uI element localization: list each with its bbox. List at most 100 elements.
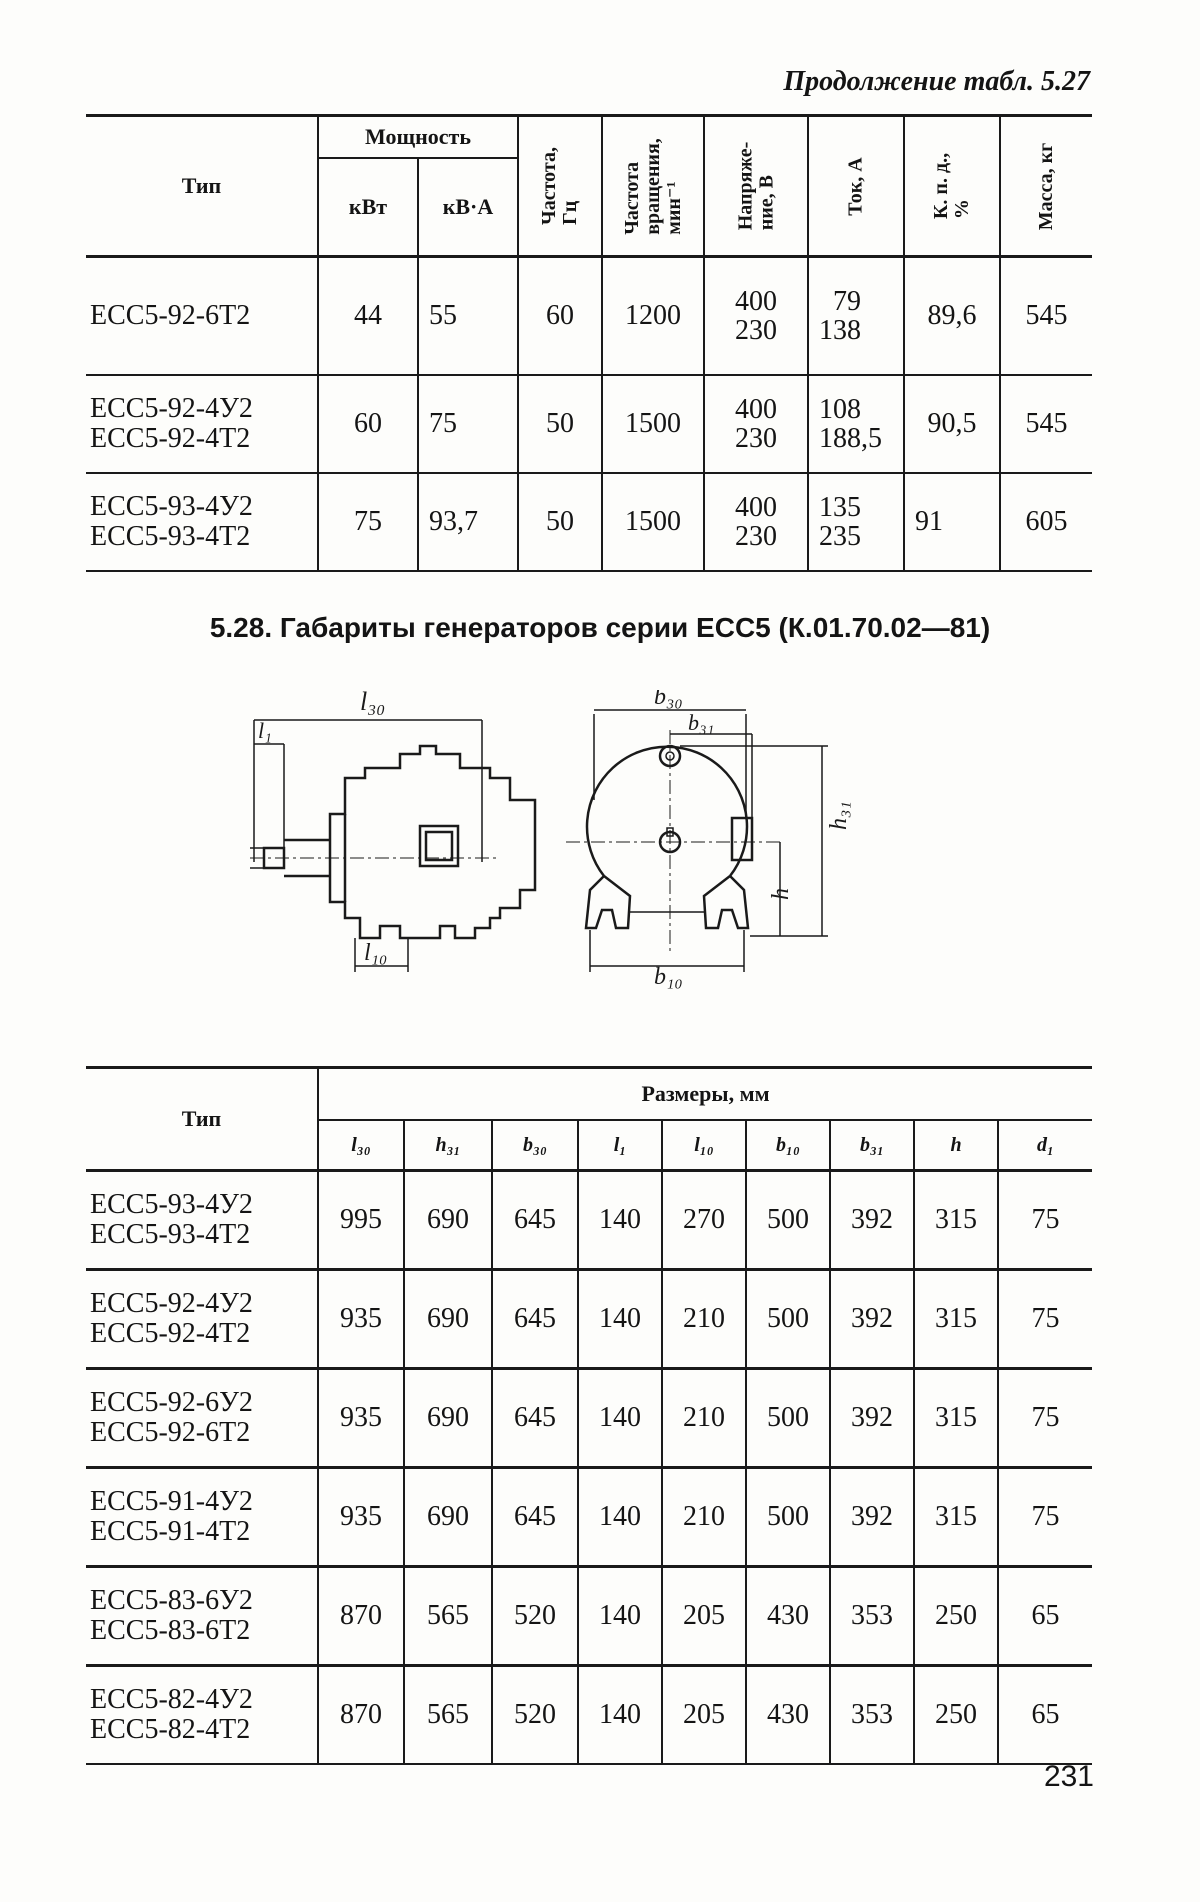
eff-cell: 89,6 xyxy=(903,256,1000,375)
dimension-cell: 392 xyxy=(829,1269,914,1369)
freq-cell: 50 xyxy=(517,473,602,571)
dimension-cell: 935 xyxy=(317,1467,404,1567)
dimension-cell: 65 xyxy=(996,1566,1093,1666)
table-continuation-caption: Продолжение табл. 5.27 xyxy=(783,66,1090,97)
dimension-cell: 353 xyxy=(829,1665,914,1764)
label-l1: l₁ xyxy=(258,718,272,743)
header-dimensions: Размеры, мм xyxy=(316,1067,1093,1120)
header-l10: l₁₀ xyxy=(661,1119,746,1171)
dimension-cell: 140 xyxy=(577,1665,662,1764)
dimension-cell: 645 xyxy=(491,1368,578,1468)
mass-cell: 605 xyxy=(999,473,1092,571)
generator-front-view: b₃₀ b₃₁ h₃₁ h b₁₀ xyxy=(566,690,852,990)
header-b31: b₃₁ xyxy=(829,1119,914,1171)
label-b10: b₁₀ xyxy=(654,964,683,990)
dimension-cell: 430 xyxy=(745,1665,830,1764)
header-d1: d₁ xyxy=(996,1119,1093,1171)
mass-cell: 545 xyxy=(999,256,1092,375)
dimension-cell: 65 xyxy=(996,1665,1093,1764)
dimension-cell: 353 xyxy=(829,1566,914,1666)
dimension-cell: 645 xyxy=(491,1467,578,1567)
label-h: h xyxy=(768,888,794,900)
generator-dimensions-table: Тип Размеры, мм l₃₀ h₃₁ b₃₀ l₁ l₁₀ b₁₀ b… xyxy=(86,1066,1093,1765)
type-cell: ЕСС5-92-6Т2 xyxy=(90,300,251,331)
header-l1: l₁ xyxy=(577,1119,662,1171)
dimension-cell: 935 xyxy=(317,1368,404,1468)
label-b30: b₃₀ xyxy=(654,690,683,710)
dimension-cell: 210 xyxy=(661,1467,746,1567)
header-h31: h₃₁ xyxy=(403,1119,492,1171)
dimension-cell: 75 xyxy=(996,1170,1093,1270)
dimension-cell: 140 xyxy=(577,1368,662,1468)
dimension-cell: 392 xyxy=(829,1170,914,1270)
header-b10: b₁₀ xyxy=(745,1119,830,1171)
dimension-cell: 140 xyxy=(577,1269,662,1369)
kw-cell: 44 xyxy=(317,256,418,375)
dimension-cell: 690 xyxy=(403,1170,492,1270)
header-type: Тип xyxy=(181,1106,222,1131)
section-title: 5.28. Габариты генераторов серии ЕСС5 (К… xyxy=(209,612,991,643)
dimension-cell: 140 xyxy=(577,1566,662,1666)
kva-cell: 75 xyxy=(417,375,518,473)
dimension-cell: 315 xyxy=(913,1170,998,1270)
dimension-cell: 205 xyxy=(661,1566,746,1666)
header-type: Тип xyxy=(181,173,222,198)
dimension-cell: 75 xyxy=(996,1269,1093,1369)
dimension-cell: 75 xyxy=(996,1368,1093,1468)
header-current: Ток, А xyxy=(807,115,904,257)
speed-cell: 1200 xyxy=(601,256,704,375)
dimension-cell: 500 xyxy=(745,1467,830,1567)
header-l30: l₃₀ xyxy=(317,1119,404,1171)
header-voltage: Напряже-ние, В xyxy=(703,115,808,257)
header-h: h xyxy=(913,1119,998,1171)
dimension-cell: 500 xyxy=(745,1170,830,1270)
header-kw: кВт xyxy=(317,158,418,257)
page-number: 231 xyxy=(1043,1760,1094,1793)
freq-cell: 60 xyxy=(517,256,602,375)
dimension-cell: 250 xyxy=(913,1665,998,1764)
dimension-cell: 565 xyxy=(403,1566,492,1666)
kw-cell: 60 xyxy=(317,375,418,473)
header-power: Мощность xyxy=(317,115,518,159)
dimension-cell: 315 xyxy=(913,1368,998,1468)
kva-cell: 93,7 xyxy=(417,473,518,571)
dimension-cell: 75 xyxy=(996,1467,1093,1567)
header-efficiency: К. п. д.,% xyxy=(903,115,1000,257)
dimension-cell: 500 xyxy=(745,1269,830,1369)
header-b30: b₃₀ xyxy=(491,1119,578,1171)
dimension-cell: 250 xyxy=(913,1566,998,1666)
speed-cell: 1500 xyxy=(601,473,704,571)
eff-cell: 90,5 xyxy=(903,375,1000,473)
dimension-cell: 520 xyxy=(491,1566,578,1666)
dimension-cell: 690 xyxy=(403,1467,492,1567)
mass-cell: 545 xyxy=(999,375,1092,473)
dimension-cell: 565 xyxy=(403,1665,492,1764)
dimension-cell: 870 xyxy=(317,1665,404,1764)
dimension-cell: 205 xyxy=(661,1665,746,1764)
kva-cell: 55 xyxy=(417,256,518,375)
eff-cell: 91 xyxy=(903,473,1000,571)
dimension-cell: 935 xyxy=(317,1269,404,1369)
dimension-cell: 995 xyxy=(317,1170,404,1270)
